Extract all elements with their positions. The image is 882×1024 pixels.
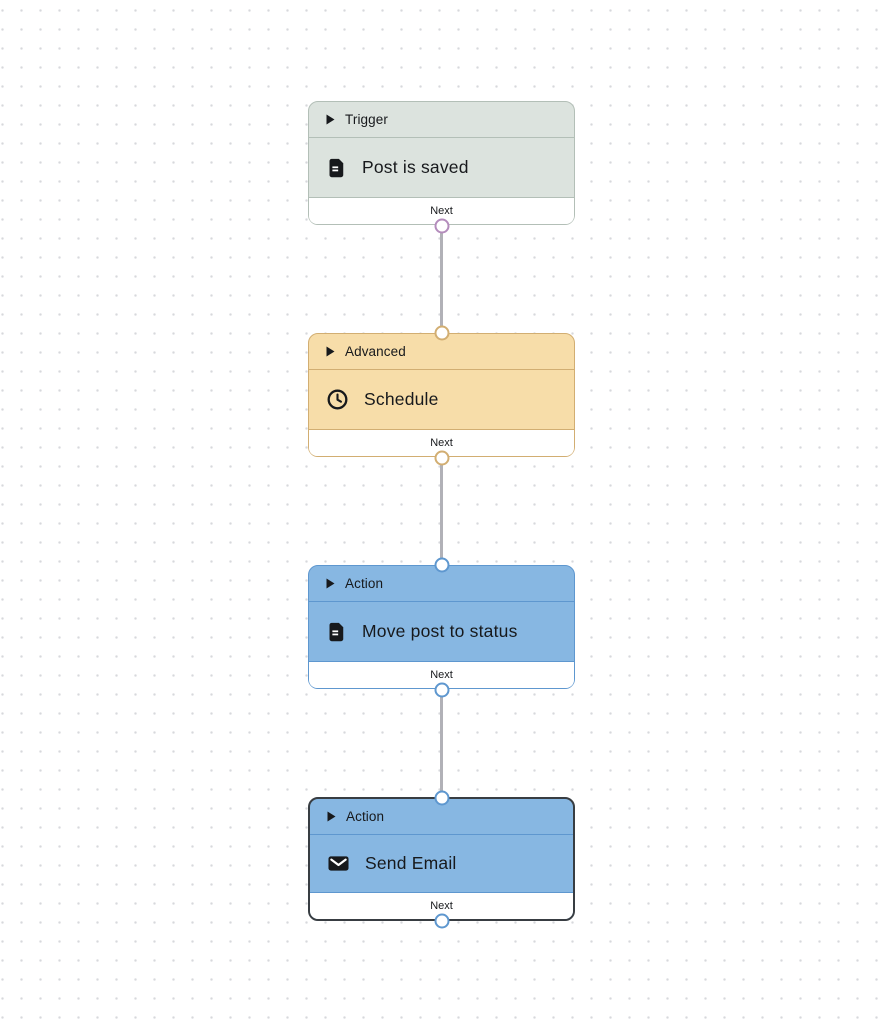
target-handle[interactable] [434,790,449,805]
node-header[interactable]: Action [310,799,573,835]
node-body: Post is saved [309,138,574,197]
source-handle[interactable] [434,218,449,233]
source-handle[interactable] [434,913,449,928]
envelope-icon [327,853,350,874]
node-body: Move post to status [309,602,574,661]
node-category-label: Trigger [345,112,388,127]
target-handle[interactable] [434,557,449,572]
node-header[interactable]: Trigger [309,102,574,138]
document-icon [326,621,347,643]
target-handle[interactable] [434,325,449,340]
source-handle[interactable] [434,450,449,465]
node-category-label: Action [346,809,385,824]
node-footer: Next [309,661,574,688]
collapse-triangle-icon[interactable] [326,346,335,357]
node-body: Schedule [309,370,574,429]
workflow-node-advanced-schedule[interactable]: Advanced Schedule Next [308,325,575,465]
next-handle-label: Next [430,205,453,217]
flow-edge[interactable] [440,225,443,333]
workflow-node-trigger-post-is-saved[interactable]: Trigger Post is saved N [308,101,575,233]
node-title: Post is saved [362,157,469,177]
node-category-label: Advanced [345,344,406,359]
next-handle-label: Next [430,437,453,449]
workflow-node-action-move-post-to-status[interactable]: Action Move post to status [308,557,575,697]
workflow-node-action-send-email[interactable]: Action Send Email Next [308,790,575,928]
flow-edge[interactable] [440,457,443,565]
node-title: Send Email [365,853,457,873]
collapse-triangle-icon[interactable] [327,811,336,822]
node-body: Send Email [310,835,573,892]
node-title: Move post to status [362,621,518,641]
collapse-triangle-icon[interactable] [326,114,335,125]
node-title: Schedule [364,389,439,409]
node-header[interactable]: Advanced [309,334,574,370]
node-category-label: Action [345,576,384,591]
source-handle[interactable] [434,682,449,697]
next-handle-label: Next [430,900,453,912]
document-icon [326,157,347,179]
next-handle-label: Next [430,669,453,681]
collapse-triangle-icon[interactable] [326,578,335,589]
clock-icon [326,388,349,411]
node-header[interactable]: Action [309,566,574,602]
flow-edge[interactable] [440,689,443,797]
